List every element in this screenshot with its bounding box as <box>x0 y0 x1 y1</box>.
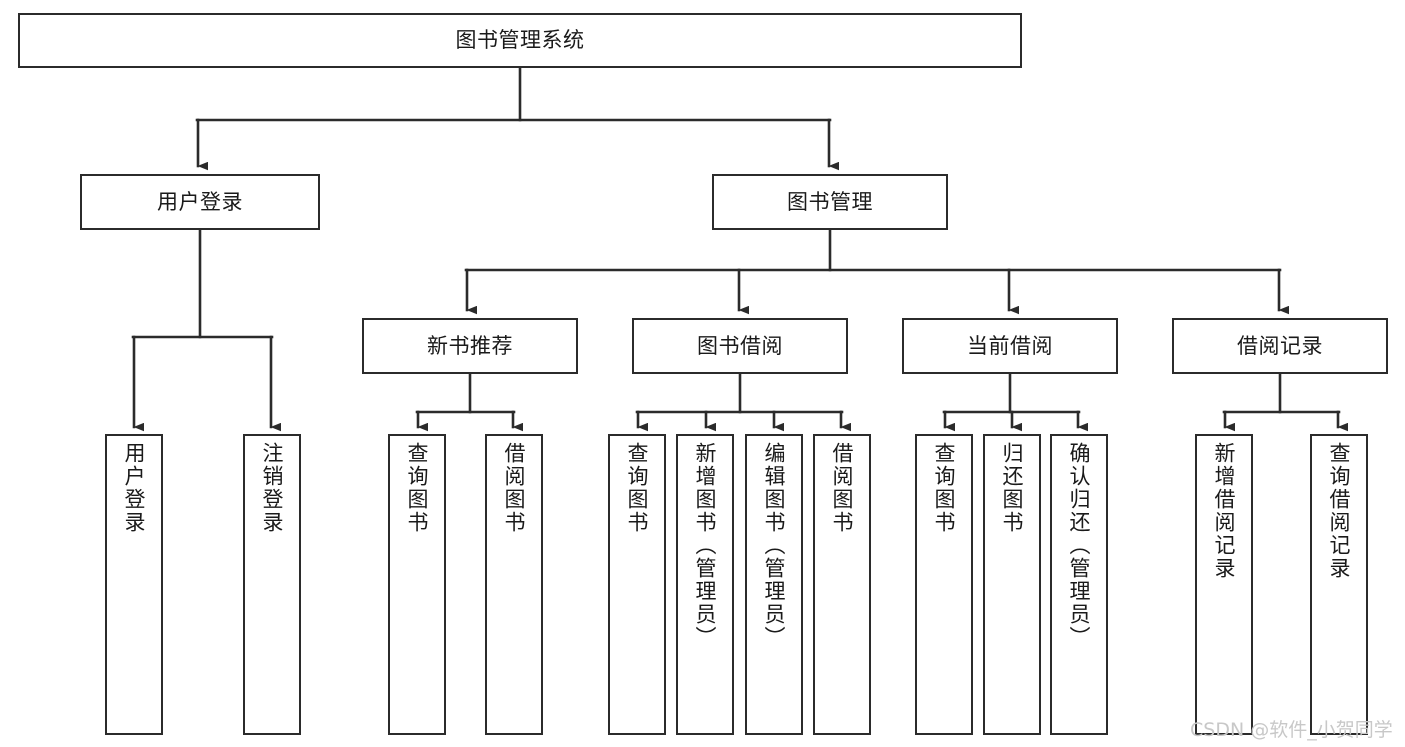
node-user-login[interactable]: 用户登录 <box>80 174 320 230</box>
node-label: 用户登录 <box>157 189 243 214</box>
node-label: 图书管理 <box>787 189 873 214</box>
node-label: 图书借阅 <box>697 333 783 358</box>
csdn-watermark: CSDN @软件_小贺同学 <box>1190 719 1393 741</box>
node-book-management[interactable]: 图书管理 <box>712 174 948 230</box>
node-label: 当前借阅 <box>967 333 1053 358</box>
node-leaf-query-borrow-record[interactable]: 查询借阅记录 <box>1310 434 1368 735</box>
node-label: 借阅记录 <box>1237 333 1323 358</box>
node-label: 新书推荐 <box>427 333 513 358</box>
node-new-book-recommend[interactable]: 新书推荐 <box>362 318 578 374</box>
node-label: 图书管理系统 <box>455 28 585 53</box>
node-label: 归还图书 <box>1000 442 1025 534</box>
node-root-book-management-system[interactable]: 图书管理系统 <box>18 13 1022 68</box>
node-label: 借阅图书 <box>830 442 855 534</box>
node-label: 新增图书（管理员） <box>693 442 718 649</box>
node-leaf-return-book[interactable]: 归还图书 <box>983 434 1041 735</box>
node-label: 编辑图书（管理员） <box>762 442 787 649</box>
node-label: 新增借阅记录 <box>1212 442 1237 580</box>
node-leaf-user-login[interactable]: 用户登录 <box>105 434 163 735</box>
node-leaf-add-book-admin[interactable]: 新增图书（管理员） <box>676 434 734 735</box>
node-label: 查询图书 <box>932 442 957 534</box>
node-book-borrow[interactable]: 图书借阅 <box>632 318 848 374</box>
node-leaf-confirm-return-admin[interactable]: 确认归还（管理员） <box>1050 434 1108 735</box>
node-label: 查询图书 <box>625 442 650 534</box>
node-current-borrow[interactable]: 当前借阅 <box>902 318 1118 374</box>
node-label: 查询借阅记录 <box>1327 442 1352 580</box>
node-leaf-query-book-borrow[interactable]: 查询图书 <box>608 434 666 735</box>
node-label: 查询图书 <box>405 442 430 534</box>
node-label: 确认归还（管理员） <box>1067 442 1092 649</box>
node-leaf-edit-book-admin[interactable]: 编辑图书（管理员） <box>745 434 803 735</box>
node-leaf-add-borrow-record[interactable]: 新增借阅记录 <box>1195 434 1253 735</box>
node-leaf-borrow-book[interactable]: 借阅图书 <box>813 434 871 735</box>
node-label: 注销登录 <box>260 442 285 534</box>
node-leaf-query-book-current[interactable]: 查询图书 <box>915 434 973 735</box>
node-leaf-logout[interactable]: 注销登录 <box>243 434 301 735</box>
node-borrow-record[interactable]: 借阅记录 <box>1172 318 1388 374</box>
node-leaf-query-book-recommend[interactable]: 查询图书 <box>388 434 446 735</box>
node-label: 用户登录 <box>122 442 147 534</box>
node-label: 借阅图书 <box>502 442 527 534</box>
node-leaf-borrow-book-recommend[interactable]: 借阅图书 <box>485 434 543 735</box>
